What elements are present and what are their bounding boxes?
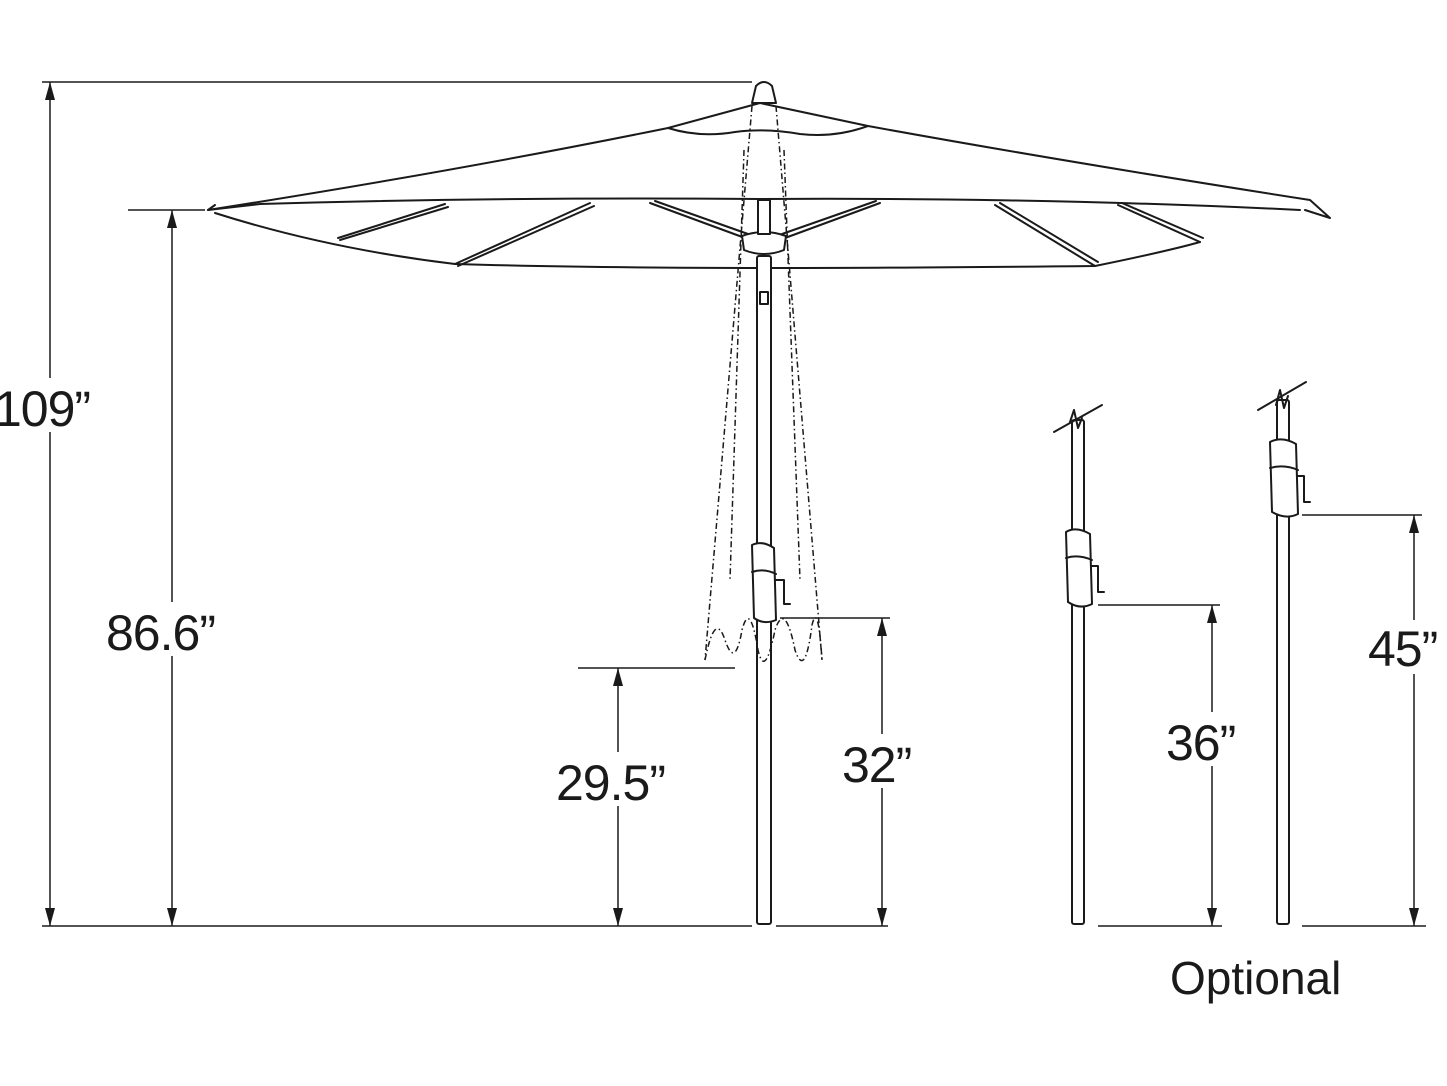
umbrella-canopy — [207, 81, 1331, 269]
crank-standard-label: 32” — [842, 737, 911, 793]
optional-pole-36 — [1053, 404, 1105, 925]
crank-optional-2-label: 45” — [1368, 621, 1437, 677]
canopy-clearance-label: 86.6” — [106, 605, 215, 661]
dimension-lines — [42, 81, 1426, 927]
main-pole — [751, 199, 791, 925]
crank-optional-1-label: 36” — [1166, 715, 1235, 771]
overall-height-label: 109” — [0, 381, 90, 437]
optional-pole-45 — [1257, 381, 1311, 925]
crank-low-label: 29.5” — [556, 755, 665, 811]
optional-caption: Optional — [1170, 952, 1341, 1004]
tilt-range-lines — [704, 105, 823, 662]
